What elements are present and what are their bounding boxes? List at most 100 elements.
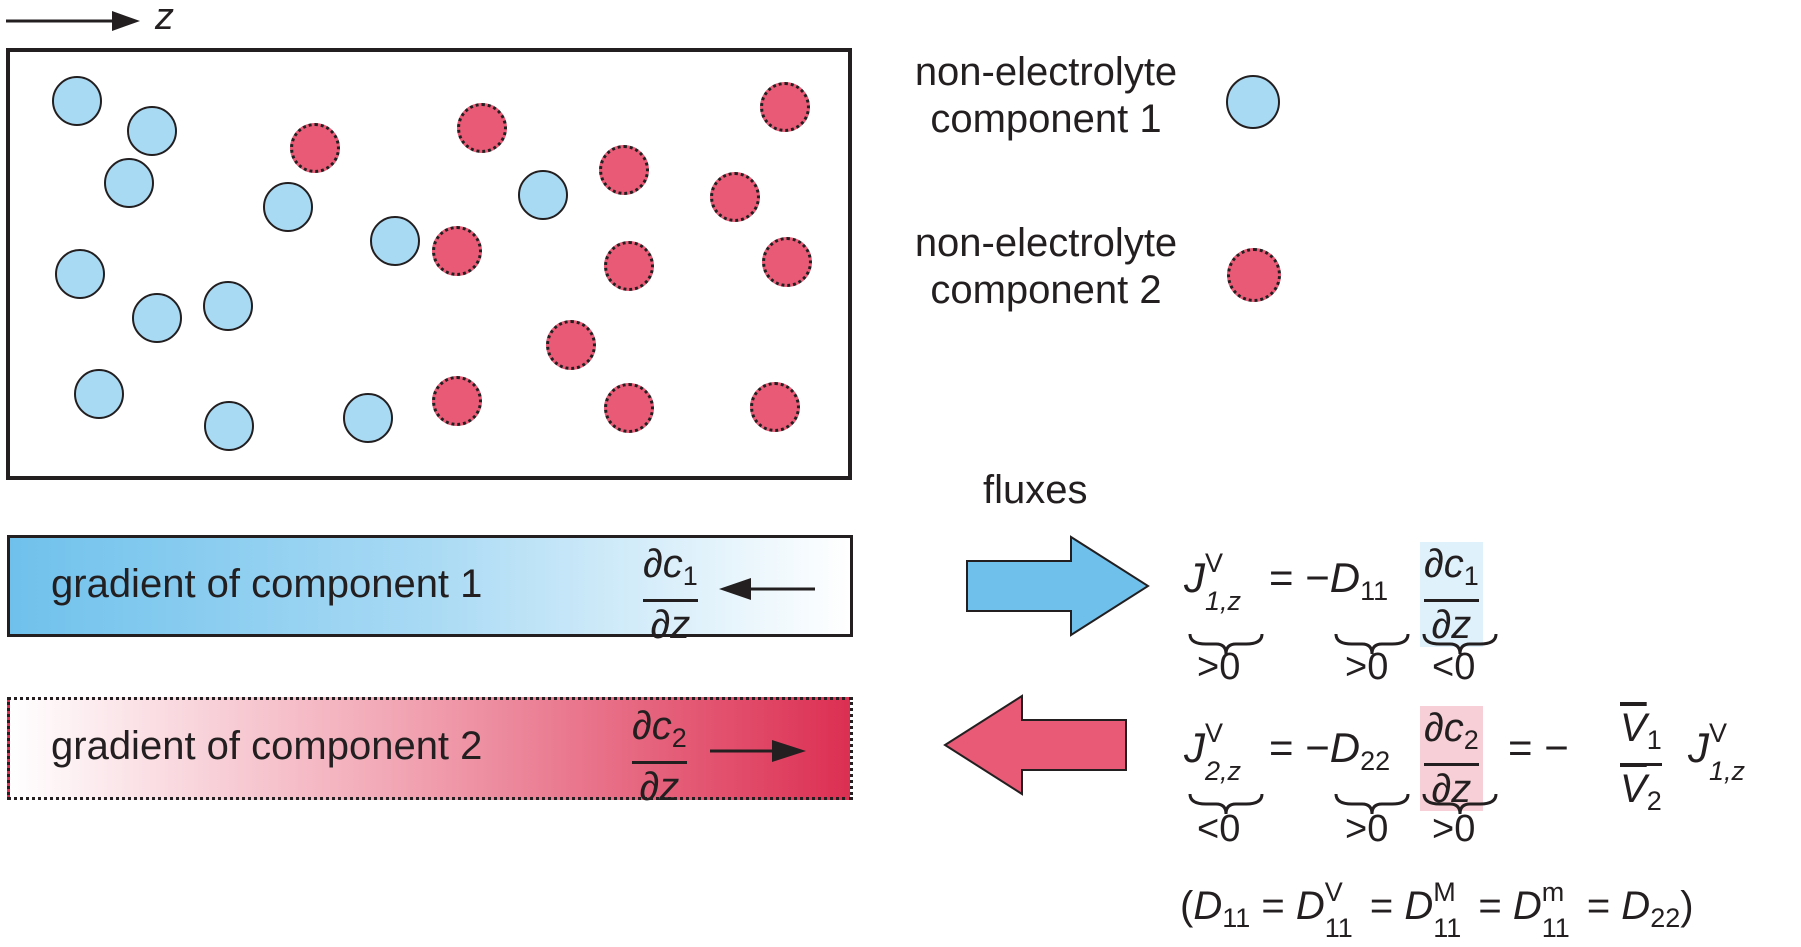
equality-d4-sup: m bbox=[1541, 877, 1565, 907]
right-arrow-icon bbox=[710, 740, 806, 762]
legend-component-2-line2: component 2 bbox=[930, 268, 1162, 312]
component-2-particle bbox=[710, 172, 760, 222]
component-1-particle bbox=[204, 401, 254, 451]
equality-d5-sub: 22 bbox=[1650, 903, 1681, 933]
equality-d2-sup: V bbox=[1324, 877, 1343, 907]
equality-d4-sub: 11 bbox=[1541, 913, 1570, 943]
equality-close: ) bbox=[1680, 884, 1694, 928]
gradient-2-derivative: ∂c2 ∂z bbox=[632, 704, 687, 809]
component-2-particle bbox=[432, 376, 482, 426]
eq2-brace-2: >0 bbox=[1345, 808, 1389, 850]
eq1-j: J bbox=[1184, 554, 1205, 601]
eq2-underbrace-icon bbox=[1188, 793, 1498, 815]
fluxes-label: fluxes bbox=[983, 468, 1088, 512]
eq2-v-den: V bbox=[1620, 767, 1647, 811]
equality-d2: D bbox=[1295, 884, 1325, 928]
eq2-j2-sub: 1,z bbox=[1709, 756, 1746, 786]
legend-component-1-label: non-electrolyte component 1 bbox=[896, 49, 1196, 143]
eq2-frac-num-sub: 2 bbox=[1463, 725, 1479, 755]
equality-e2: = bbox=[1358, 884, 1405, 928]
component-2-particle bbox=[457, 103, 507, 153]
component-2-particle bbox=[290, 123, 340, 173]
legend-component-2-swatch bbox=[1227, 248, 1281, 302]
legend-component-2-label: non-electrolyte component 2 bbox=[896, 220, 1196, 314]
eq2-j-sub: 2,z bbox=[1205, 756, 1242, 786]
equality-d1: D bbox=[1193, 884, 1223, 928]
component-1-particle bbox=[203, 281, 253, 331]
gradient-1-label: gradient of component 1 bbox=[51, 562, 483, 606]
flux-arrow-right-icon bbox=[966, 535, 1150, 637]
eq1-brace-1: >0 bbox=[1197, 646, 1241, 688]
component-1-particle bbox=[74, 369, 124, 419]
component-1-particle bbox=[55, 249, 105, 299]
legend-component-2-line1: non-electrolyte bbox=[914, 221, 1178, 265]
component-2-particle bbox=[604, 241, 654, 291]
flux-arrow-left-icon bbox=[943, 694, 1127, 796]
gradient-bar-component-1: gradient of component 1 ∂c1 ∂z bbox=[7, 535, 853, 647]
left-arrow-icon bbox=[719, 578, 815, 600]
equality-e1: = bbox=[1250, 884, 1296, 928]
gradient-2-num-sub: 2 bbox=[671, 723, 687, 753]
eq2-j2: J bbox=[1688, 724, 1709, 771]
eq1-brace-3: <0 bbox=[1432, 646, 1476, 688]
eq1-brace-2: >0 bbox=[1345, 646, 1389, 688]
component-2-particle bbox=[604, 383, 654, 433]
legend-component-1-line2: component 1 bbox=[930, 97, 1162, 141]
eq2-d: D bbox=[1329, 724, 1361, 771]
eq2-brace-3: >0 bbox=[1432, 808, 1476, 850]
equality-d1-sub: 11 bbox=[1222, 903, 1251, 933]
eq1-d: D bbox=[1329, 554, 1361, 601]
gradient-1-derivative: ∂c1 ∂z bbox=[643, 542, 698, 647]
component-2-particle bbox=[750, 382, 800, 432]
component-2-particle bbox=[546, 320, 596, 370]
eq2-frac-num: ∂c bbox=[1424, 706, 1464, 750]
component-1-particle bbox=[132, 293, 182, 343]
eq1-frac-den: ∂z bbox=[1431, 603, 1472, 647]
eq2-j2-sup: V bbox=[1709, 718, 1728, 748]
gradient-1-num: ∂c bbox=[643, 542, 683, 586]
equality-e4: = bbox=[1575, 884, 1622, 928]
component-1-particle bbox=[127, 106, 177, 156]
gradient-bar-component-2: gradient of component 2 ∂c2 ∂z bbox=[7, 697, 853, 809]
gradient-2-label: gradient of component 2 bbox=[51, 724, 483, 768]
component-1-particle bbox=[263, 182, 313, 232]
equality-d3-sub: 11 bbox=[1433, 913, 1462, 943]
eq2-second-equals: = − bbox=[1508, 724, 1569, 771]
legend-component-1-swatch bbox=[1226, 75, 1280, 129]
eq1-underbrace-icon bbox=[1188, 633, 1498, 655]
component-1-particle bbox=[518, 170, 568, 220]
gradient-1-den: ∂z bbox=[650, 603, 691, 647]
eq1-j-sup: V bbox=[1205, 548, 1224, 578]
eq2-equals: = − bbox=[1269, 724, 1330, 771]
equation-1-derivative: ∂c1 ∂z bbox=[1420, 542, 1483, 647]
gradient-2-num: ∂c bbox=[632, 704, 672, 748]
eq2-brace-1: <0 bbox=[1197, 808, 1241, 850]
gradient-1-num-sub: 1 bbox=[682, 561, 698, 591]
component-1-particle bbox=[52, 76, 102, 126]
eq2-j-sup: V bbox=[1205, 718, 1224, 748]
component-2-particle bbox=[599, 145, 649, 195]
component-1-particle bbox=[104, 158, 154, 208]
eq1-equals: = − bbox=[1269, 554, 1330, 601]
component-2-particle bbox=[762, 237, 812, 287]
eq2-j: J bbox=[1184, 724, 1205, 771]
eq1-frac-num: ∂c bbox=[1424, 542, 1464, 586]
eq2-v-num: V bbox=[1620, 706, 1647, 750]
equality-d2-sub: 11 bbox=[1324, 913, 1353, 943]
eq1-frac-num-sub: 1 bbox=[1463, 561, 1479, 591]
component-2-particle bbox=[760, 82, 810, 132]
equality-d3: D bbox=[1404, 884, 1434, 928]
eq1-j-sub: 1,z bbox=[1205, 586, 1242, 616]
component-2-particle bbox=[432, 226, 482, 276]
z-axis-arrow-icon bbox=[6, 11, 140, 31]
legend-component-1-line1: non-electrolyte bbox=[914, 50, 1178, 94]
component-1-particle bbox=[370, 216, 420, 266]
eq2-d-sub: 22 bbox=[1360, 746, 1391, 776]
component-1-particle bbox=[343, 393, 393, 443]
equality-d5: D bbox=[1621, 884, 1651, 928]
eq2-v-den-sub: 2 bbox=[1646, 786, 1662, 816]
